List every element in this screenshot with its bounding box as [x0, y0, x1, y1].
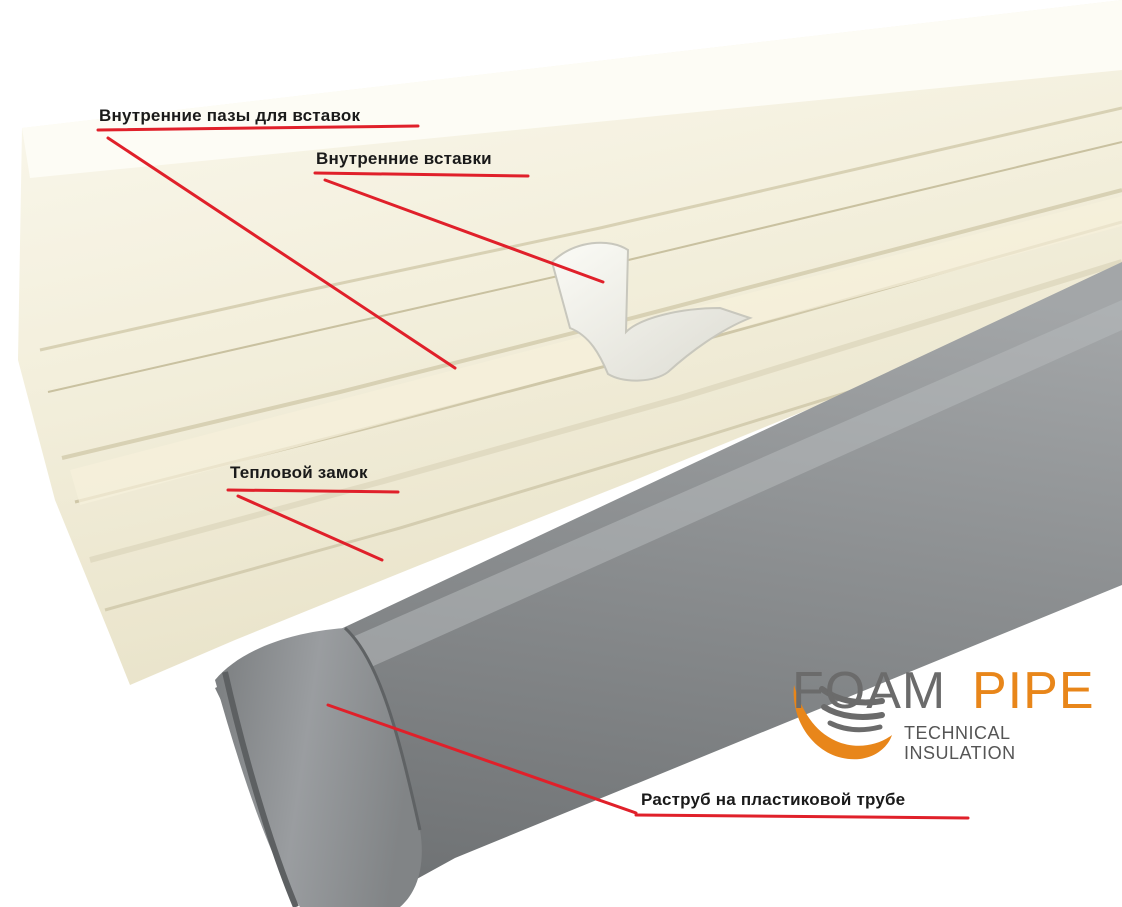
callout-pointer-inserts [323, 178, 605, 284]
callout-line-grooves [96, 124, 420, 132]
callout-pointer-lock [236, 494, 384, 562]
callout-pointer-grooves [106, 136, 457, 370]
label-thermal-lock: Тепловой замок [230, 463, 368, 482]
logo-word-foam: FOAM [792, 662, 947, 720]
logo-swoosh-icon [793, 685, 892, 760]
callout-lines [96, 124, 970, 820]
insert-clip [550, 241, 753, 382]
foampipe-logo: FOAM PIPE TECHNICAL INSULATION [780, 655, 1110, 775]
callout-line-inserts [313, 171, 530, 178]
logo-tagline: TECHNICAL INSULATION [904, 723, 1016, 763]
logo-word-pipe: PIPE [972, 662, 1095, 720]
callout-line-socket [634, 813, 970, 820]
label-inner-inserts: Внутренние вставки [316, 149, 492, 168]
label-pipe-socket: Раструб на пластиковой трубе [641, 790, 906, 809]
pipe-socket [215, 626, 422, 907]
label-inner-grooves: Внутренние пазы для вставок [99, 106, 361, 125]
callout-pointer-socket [326, 703, 638, 815]
callout-line-lock [226, 488, 400, 494]
